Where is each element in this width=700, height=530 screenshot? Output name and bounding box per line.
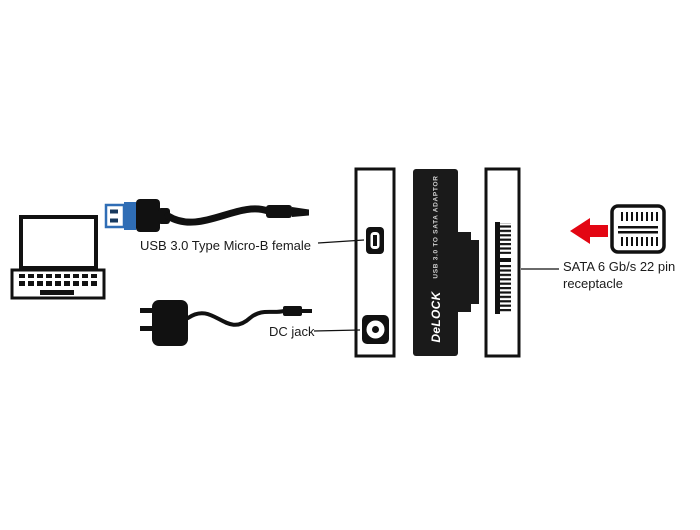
label-sata-receptacle: SATA 6 Gb/s 22 pin receptacle [563,259,676,291]
dc-jack-port-icon [362,315,389,344]
sata-receptacle-icon [495,222,511,314]
sata-panel [484,167,521,358]
label-dc-jack: DC jack [269,324,315,339]
hdd-icon [610,204,666,254]
adapter-body [413,169,479,356]
device-brand-logo: DeLOCK [429,291,443,343]
label-usb-micro-b: USB 3.0 Type Micro-B female [140,238,311,253]
red-arrow-icon [570,218,608,244]
dc-pointer-line [313,329,361,332]
pointer-lines [313,239,559,332]
laptop-icon [10,215,106,300]
micro-b-port-icon [366,227,384,254]
usb-cable-icon [104,199,309,232]
device-model-label: USB 3.0 TO SATA ADAPTOR [432,175,440,279]
adapter-front-panel [354,167,396,358]
power-adapter-icon [140,300,312,346]
usb-pointer-line [317,239,365,244]
